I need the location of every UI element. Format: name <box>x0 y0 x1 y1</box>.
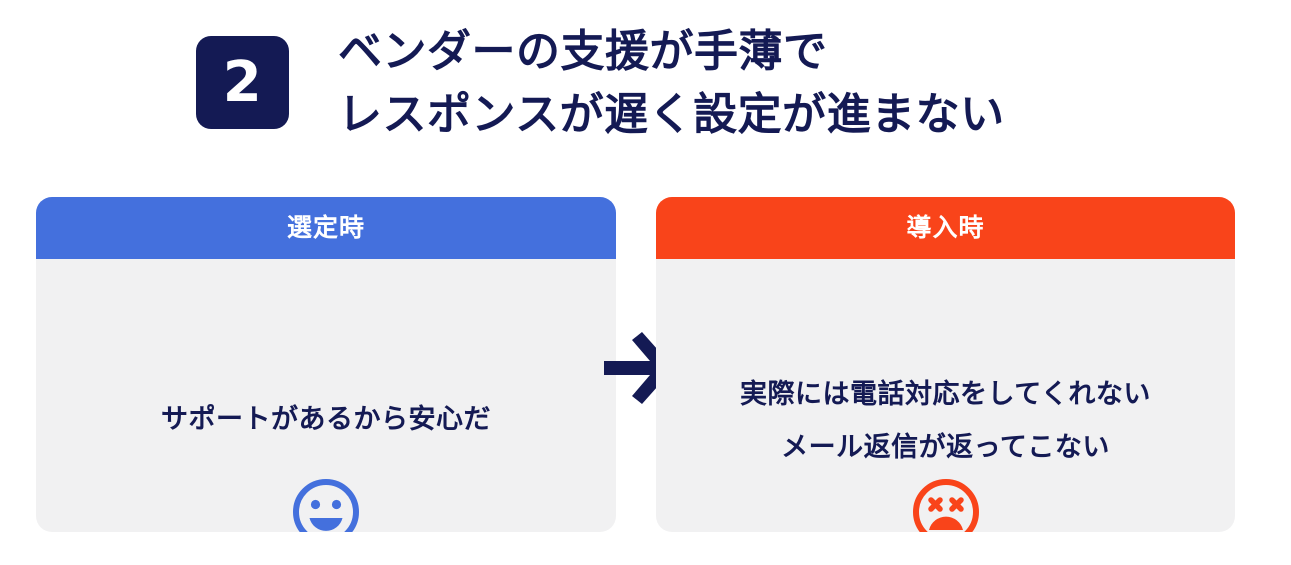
card-text-implementation-phase-line-2: メール返信が返ってこない <box>781 432 1110 462</box>
step-number-label: 2 <box>222 49 263 115</box>
page-title-line-2: レスポンスが遅く設定が進まない <box>338 90 1005 139</box>
page-title: ベンダーの支援が手薄で レスポンスが遅く設定が進まない <box>338 20 1218 146</box>
card-text-implementation-phase-line-1: 実際には電話対応をしてくれない <box>740 379 1151 409</box>
page-header: 2 ベンダーの支援が手薄で レスポンスが遅く設定が進まない <box>0 0 1291 170</box>
card-header-implementation-phase: 導入時 <box>656 197 1235 259</box>
card-selection-phase: 選定時 サポートがあるから安心だ <box>36 197 616 532</box>
card-text-selection-phase-line-1: サポートがあるから安心だ <box>161 404 491 434</box>
smiley-happy-icon <box>290 476 362 532</box>
card-header-label-implementation-phase: 導入時 <box>906 213 985 242</box>
card-header-selection-phase: 選定時 <box>36 197 616 259</box>
page-title-line-1: ベンダーの支援が手薄で <box>338 27 828 76</box>
card-implementation-phase: 導入時 実際には電話対応をしてくれない メール返信が返ってこない <box>656 197 1235 532</box>
smiley-dead-sad-icon <box>910 476 982 532</box>
card-header-label-selection-phase: 選定時 <box>286 213 365 242</box>
card-body-selection-phase: サポートがあるから安心だ <box>36 259 616 532</box>
step-number-badge: 2 <box>196 36 289 129</box>
card-body-implementation-phase: 実際には電話対応をしてくれない メール返信が返ってこない <box>656 259 1235 532</box>
